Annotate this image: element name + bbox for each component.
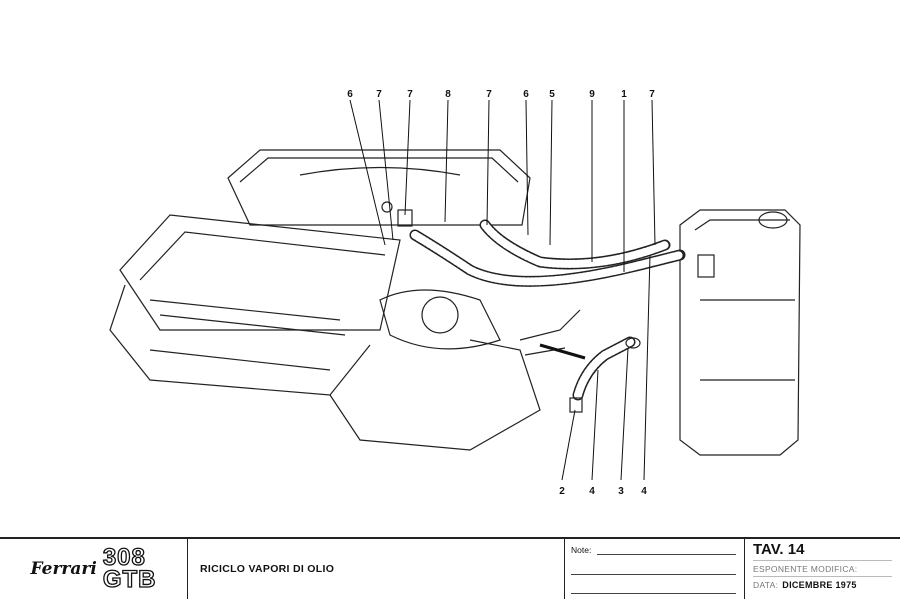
brand-logo: Ferrari [30,559,97,579]
hoses [409,219,686,413]
callout-9: 9 [589,89,595,100]
model-name: GTB [102,566,157,593]
callout-7: 7 [376,89,382,100]
logo: Ferrari 308 GTB [0,539,188,599]
callout-3: 3 [618,486,624,497]
revision-label: ESPONENTE MODIFICA: [753,564,858,574]
callout-7: 7 [486,89,492,100]
callout-1: 1 [621,89,627,100]
callout-6: 6 [347,89,353,100]
callout-7: 7 [407,89,413,100]
callout-4: 4 [589,486,595,497]
plate-info: TAV. 14 ESPONENTE MODIFICA: DATA:DICEMBR… [745,539,900,599]
model-number: 308 [102,544,146,571]
note-line [571,593,736,594]
callout-5: 5 [549,89,555,100]
title-block: Ferrari 308 GTB RICICLO VAPORI DI OLIO N… [0,537,900,599]
callout-labels: 6 7 7 8 7 6 5 9 1 7 2 4 3 4 [347,89,655,497]
date-label: DATA: [753,580,779,590]
date-value: DICEMBRE 1975 [782,580,857,590]
model-logo: 308 GTB [102,544,157,593]
callout-7: 7 [649,89,655,100]
oil-vapour-recirculation-diagram: 6 7 7 8 7 6 5 9 1 7 2 4 3 4 [109,89,801,497]
note-line [597,554,736,555]
callout-4: 4 [641,486,647,497]
description: RICICLO VAPORI DI OLIO [188,539,565,599]
callout-leaders [349,99,656,481]
note-label: Note: [571,545,592,555]
callout-6: 6 [523,89,529,100]
plate-number: TAV. 14 [753,541,805,558]
callout-8: 8 [445,89,451,100]
notes: Note: [565,539,745,599]
note-line [571,574,736,575]
engine-drawing [109,149,801,456]
callout-2: 2 [559,486,565,497]
